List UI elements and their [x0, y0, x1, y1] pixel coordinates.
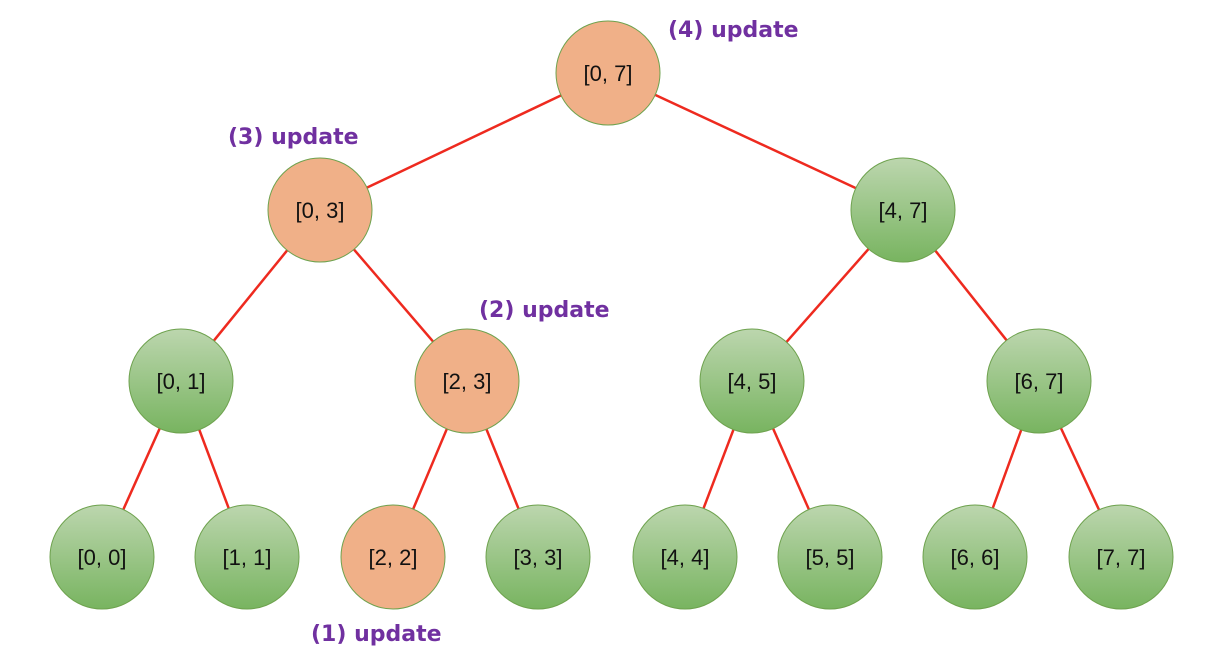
edge-n0_3-n0_1 [212, 249, 289, 342]
node-label: [0, 3] [296, 198, 345, 223]
edge-n4_5-n5_5 [771, 428, 811, 510]
update-step-label: (2) update [479, 298, 610, 323]
node-circle [699, 328, 805, 434]
node-label: [7, 7] [1097, 545, 1146, 570]
tree-node-n6_6: [6, 6] [922, 504, 1028, 610]
edge-n4_7-n4_5 [785, 248, 870, 343]
tree-node-n0_0: [0, 0] [49, 504, 155, 610]
node-circle [485, 504, 591, 610]
node-label: [0, 7] [584, 61, 633, 86]
node-label: [4, 7] [879, 198, 928, 223]
tree-node-n4_4: [4, 4] [632, 504, 738, 610]
node-label: [6, 7] [1015, 369, 1064, 394]
node-circle [850, 157, 956, 263]
node-label: [6, 6] [951, 545, 1000, 570]
node-circle [986, 328, 1092, 434]
update-step-label: (4) update [668, 18, 799, 43]
node-circle [922, 504, 1028, 610]
node-circle [128, 328, 234, 434]
node-label: [0, 1] [157, 369, 206, 394]
node-circle [49, 504, 155, 610]
tree-node-n2_2: [2, 2] [340, 504, 446, 610]
tree-node-n6_7: [6, 7] [986, 328, 1092, 434]
edges [122, 93, 1101, 511]
tree-node-n0_7: [0, 7] [555, 20, 661, 126]
tree-node-n4_7: [4, 7] [850, 157, 956, 263]
tree-node-n5_5: [5, 5] [777, 504, 883, 610]
node-label: [2, 3] [443, 369, 492, 394]
node-circle [777, 504, 883, 610]
node-label: [1, 1] [223, 545, 272, 570]
edge-n2_3-n3_3 [485, 428, 520, 510]
update-labels: (1) update (2) update (3) update (4) update [228, 18, 799, 647]
edge-n0_3-n2_3 [352, 248, 435, 343]
tree-node-n2_3: [2, 3] [414, 328, 520, 434]
edge-n0_1-n1_1 [198, 429, 230, 509]
node-label: [4, 5] [728, 369, 777, 394]
tree-node-n1_1: [1, 1] [194, 504, 300, 610]
node-circle [632, 504, 738, 610]
update-step-label: (3) update [228, 125, 359, 150]
node-circle-highlighted [555, 20, 661, 126]
update-step-label: (1) update [311, 622, 442, 647]
node-label: [4, 4] [661, 545, 710, 570]
edge-n6_7-n7_7 [1059, 427, 1101, 511]
edge-n2_3-n2_2 [412, 428, 448, 510]
nodes: [0, 7] [0, 3] [4, 7] [0, 1] [2, 3] [4, 5] [6, … [49, 20, 1174, 610]
edge-n0_7-n0_3 [366, 94, 562, 189]
tree-node-n4_5: [4, 5] [699, 328, 805, 434]
tree-node-n7_7: [7, 7] [1068, 504, 1174, 610]
edge-n4_7-n6_7 [934, 249, 1008, 342]
node-label: [3, 3] [514, 545, 563, 570]
tree-node-n0_3: [0, 3] [267, 157, 373, 263]
node-label: [2, 2] [369, 545, 418, 570]
node-circle [1068, 504, 1174, 610]
node-circle [194, 504, 300, 610]
tree-node-n0_1: [0, 1] [128, 328, 234, 434]
edge-n0_7-n4_7 [654, 93, 857, 190]
node-label: [0, 0] [78, 545, 127, 570]
node-circle-highlighted [340, 504, 446, 610]
tree-node-n3_3: [3, 3] [485, 504, 591, 610]
edge-n4_5-n4_4 [702, 429, 735, 509]
node-circle-highlighted [414, 328, 520, 434]
node-label: [5, 5] [806, 545, 855, 570]
edge-n6_7-n6_6 [991, 429, 1023, 509]
node-circle-highlighted [267, 157, 373, 263]
edge-n0_1-n0_0 [122, 427, 161, 511]
